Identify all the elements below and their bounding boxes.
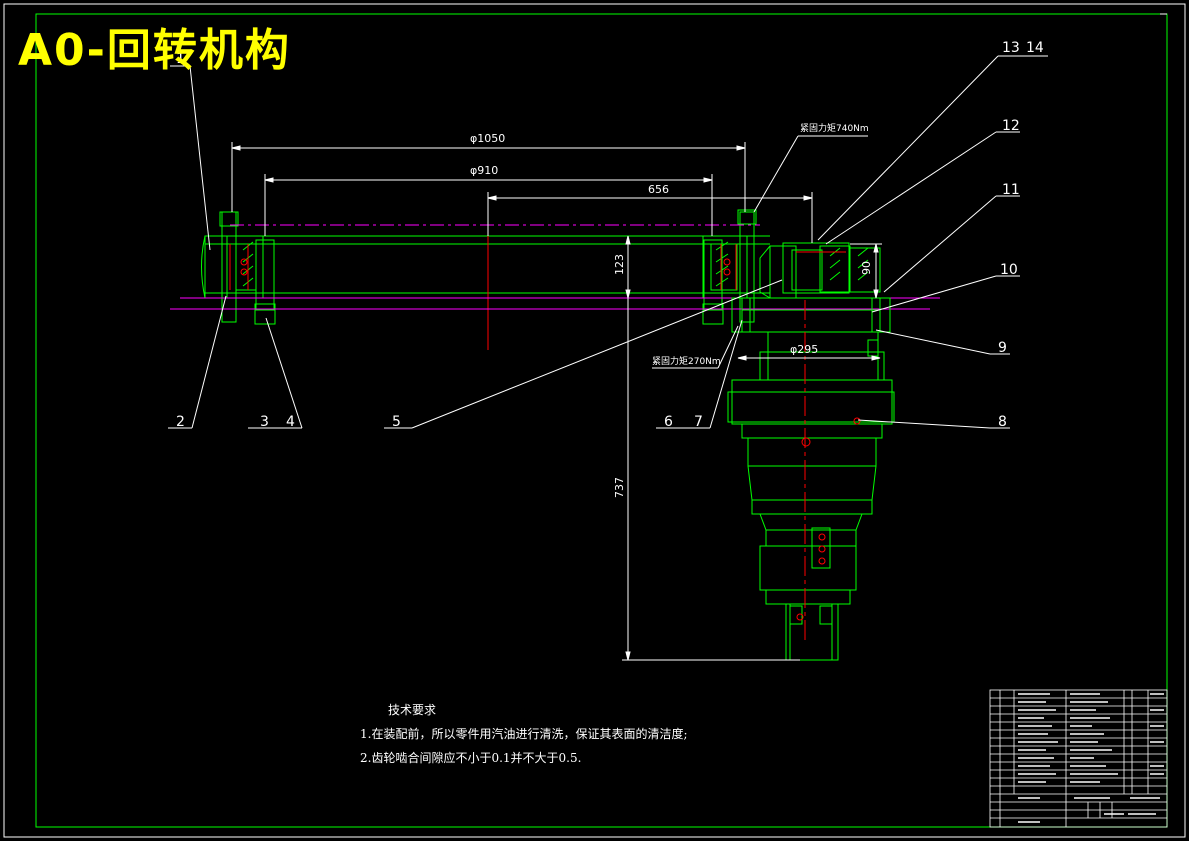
balloon-labels: 1 2 3 4 5 6 7 8 9 10 11 12 13 14	[176, 40, 1044, 430]
balloon-4: 4	[286, 414, 295, 430]
drawing-title: A0-回转机构	[18, 25, 291, 76]
title-block-scribbles	[1018, 693, 1164, 823]
balloon-12: 12	[1002, 118, 1020, 134]
tech-heading: 技术要求	[388, 703, 437, 717]
drive-motor-assembly	[727, 297, 895, 661]
technical-requirements: 技术要求 1.在装配前，所以零件用汽油进行清洗，保证其表面的清洁度; 2.齿轮啮…	[360, 698, 688, 770]
dim-phi295: φ295	[790, 343, 818, 356]
dimension-lines	[231, 142, 882, 661]
dim-phi1050: φ1050	[470, 132, 505, 145]
balloon-11: 11	[1002, 182, 1020, 198]
balloon-3: 3	[260, 414, 269, 430]
balloon-10: 10	[1000, 262, 1018, 278]
dim-656: 656	[648, 183, 669, 196]
centerlines	[170, 224, 940, 310]
motor-red-details	[796, 251, 861, 640]
balloon-1: 1	[176, 51, 185, 67]
bearing-red-accents	[229, 215, 737, 350]
balloon-leaders	[168, 55, 1048, 429]
dim-737: 737	[613, 477, 626, 498]
balloon-7: 7	[694, 414, 703, 430]
balloon-2: 2	[176, 414, 185, 430]
dim-90: 90	[860, 261, 873, 275]
balloon-9: 9	[998, 340, 1007, 356]
balloon-5: 5	[392, 414, 401, 430]
slewing-ring-assembly	[201, 209, 881, 325]
dim-123: 123	[613, 254, 626, 275]
tech-item-2: 2.齿轮啮合间隙应不小于0.1并不大于0.5.	[360, 751, 582, 765]
balloon-13: 13	[1002, 40, 1020, 56]
torque-leaders	[652, 135, 868, 369]
outer-frame	[3, 3, 1186, 838]
balloon-6: 6	[664, 414, 673, 430]
dim-phi910: φ910	[470, 164, 498, 177]
tech-item-1: 1.在装配前，所以零件用汽油进行清洗，保证其表面的清洁度;	[360, 727, 688, 741]
balloon-8: 8	[998, 414, 1007, 430]
torque-note-top: 紧固力矩740Nm	[800, 122, 869, 134]
title-block	[989, 689, 1168, 828]
torque-note-bottom: 紧固力矩270Nm	[652, 355, 721, 367]
balloon-14: 14	[1026, 40, 1044, 56]
inner-frame	[35, 13, 1168, 828]
